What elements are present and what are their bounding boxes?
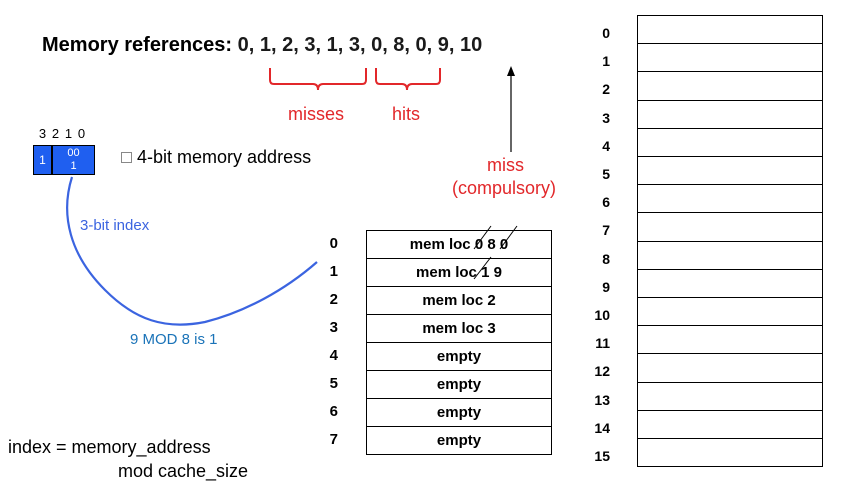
memory-cell-12 bbox=[637, 353, 823, 383]
misses-brace bbox=[269, 68, 367, 91]
bit-number-1: 1 bbox=[64, 126, 73, 141]
cache-index-0: 0 bbox=[329, 235, 338, 252]
formula-line2: mod cache_size bbox=[118, 461, 249, 481]
cache-row-1: mem loc 1 9 bbox=[366, 258, 552, 287]
bit-number-0: 0 bbox=[77, 126, 86, 141]
reference-sequence: 0, 1, 2, 3, 1, 3, 0, 8, 0, 9, 10 bbox=[237, 34, 483, 56]
cache-row-7: empty bbox=[366, 426, 552, 455]
bit-number-3: 3 bbox=[38, 126, 47, 141]
memory-index-2: 2 bbox=[602, 81, 610, 98]
row1-strike bbox=[473, 256, 492, 280]
memory-cell-3 bbox=[637, 99, 823, 129]
cache-index-3: 3 bbox=[329, 319, 338, 336]
memory-index-13: 13 bbox=[594, 391, 610, 408]
formula-line1: index = memory_address bbox=[8, 437, 211, 457]
memory-index-9: 9 bbox=[602, 278, 610, 295]
mod-note-label: 9 MOD 8 is 1 bbox=[130, 331, 218, 348]
four-bit-address-note: 4-bit memory address bbox=[121, 147, 311, 168]
three-bit-index-label: 3-bit index bbox=[80, 217, 150, 234]
cache-index-2: 2 bbox=[329, 291, 338, 308]
cache-index-7: 7 bbox=[329, 431, 338, 448]
memory-index-3: 3 bbox=[602, 109, 610, 126]
memory-index-11: 11 bbox=[595, 335, 610, 352]
memory-index-1: 1 bbox=[602, 53, 610, 70]
memory-index-15: 15 bbox=[594, 448, 610, 464]
cache-index-6: 6 bbox=[329, 403, 338, 420]
memory-index-4: 4 bbox=[602, 137, 610, 154]
cache-row-3: mem loc 3 bbox=[366, 314, 552, 343]
compulsory-label: (compulsory) bbox=[452, 178, 557, 198]
index-bits: 00 1 bbox=[53, 146, 94, 175]
cache-index-1: 1 bbox=[329, 263, 338, 280]
cache-index-4: 4 bbox=[329, 347, 338, 364]
memory-cell-15 bbox=[637, 438, 823, 468]
memory-index-14: 14 bbox=[594, 419, 610, 436]
memory-cell-14 bbox=[637, 409, 823, 439]
memory-cell-7 bbox=[637, 212, 823, 242]
four-bit-address-label: 4-bit memory address bbox=[137, 147, 312, 167]
row0-strike-b bbox=[499, 225, 518, 250]
hits-brace bbox=[375, 68, 441, 91]
title-label: Memory references: bbox=[42, 34, 233, 56]
memory-index-5: 5 bbox=[602, 166, 610, 182]
index-curve bbox=[66, 176, 318, 326]
misses-label: misses bbox=[288, 104, 345, 124]
cache-row-0: mem loc 0 8 0 bbox=[366, 230, 552, 259]
index-bits-bottom: 1 bbox=[70, 160, 77, 172]
bit-number-2: 2 bbox=[51, 126, 60, 141]
tag-bit: 1 bbox=[34, 146, 53, 174]
memory-index-0: 0 bbox=[602, 25, 610, 41]
memory-index-7: 7 bbox=[602, 222, 610, 239]
memory-index-6: 6 bbox=[602, 194, 610, 211]
bullet-box-icon bbox=[121, 152, 132, 163]
memory-index-10: 10 bbox=[594, 307, 610, 323]
miss-label: miss bbox=[487, 155, 524, 175]
miss-arrow-head bbox=[507, 66, 515, 76]
memory-index-8: 8 bbox=[602, 250, 610, 267]
row0-strike-a bbox=[473, 225, 492, 250]
index-bits-top: 00 bbox=[67, 147, 80, 159]
hits-label: hits bbox=[392, 104, 421, 124]
memory-index-12: 12 bbox=[594, 363, 610, 380]
memory-references-title: Memory references: 0, 1, 2, 3, 1, 3, 0, … bbox=[42, 34, 482, 57]
address-bits-box: 1 00 1 bbox=[33, 145, 95, 175]
cache-index-5: 5 bbox=[329, 375, 338, 392]
